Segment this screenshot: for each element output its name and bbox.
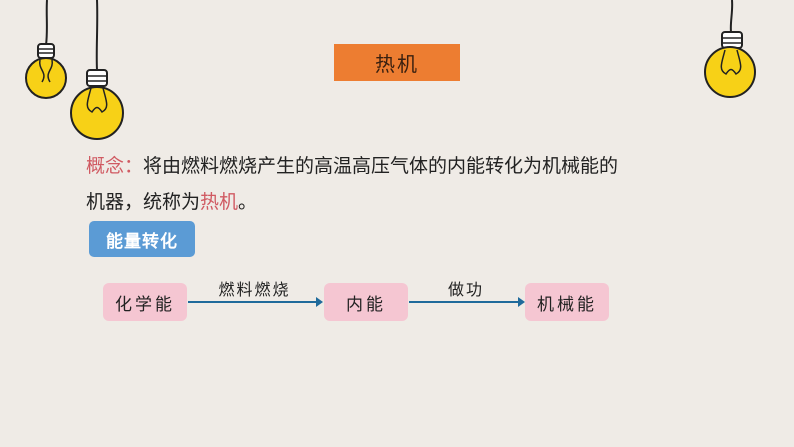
lightbulb-icon	[70, 0, 124, 140]
flow-arrow	[409, 297, 525, 307]
flow-node-chemical-energy: 化学能	[103, 283, 187, 321]
concept-highlight: 热机	[200, 191, 239, 213]
concept-text-line1: 将由燃料燃烧产生的高温高压气体的内能转化为机械能的	[143, 155, 619, 177]
lightbulb-icon	[704, 0, 756, 98]
flow-arrow	[188, 297, 323, 307]
concept-label: 概念：	[86, 155, 144, 177]
slide-title: 热机	[334, 44, 460, 81]
lightbulb-icon	[25, 0, 67, 99]
flow-node-mechanical-energy: 机械能	[525, 283, 609, 321]
concept-paragraph: 概念：将由燃料燃烧产生的高温高压气体的内能转化为机械能的 机器，统称为热机。	[86, 148, 686, 220]
concept-text-line2: 机器，统称为	[86, 191, 201, 213]
flow-node-internal-energy: 内能	[324, 283, 408, 321]
flow-arrow-label: 做功	[447, 280, 484, 299]
flow-arrow-label: 燃料燃烧	[218, 280, 291, 299]
concept-suffix: 。	[238, 191, 258, 213]
section-badge: 能量转化	[89, 221, 195, 257]
